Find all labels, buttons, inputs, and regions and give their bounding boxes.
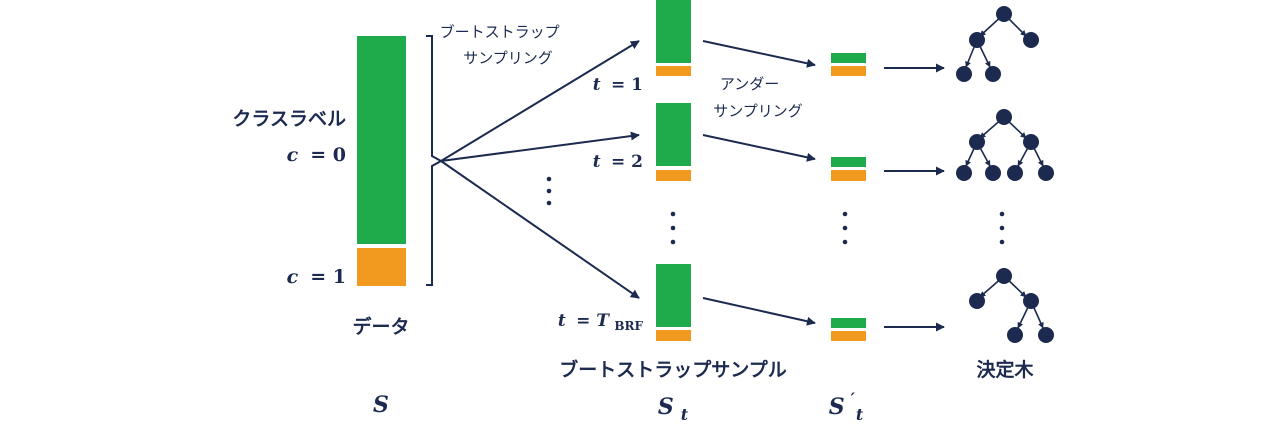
tlast-equals: =: [576, 311, 596, 331]
undersampled-last-class1: [831, 331, 866, 341]
data-bar-class0: [357, 36, 406, 244]
bracket-icon: [426, 35, 444, 286]
t2-variable: t: [593, 152, 601, 172]
undersampled-2-class1: [831, 170, 866, 181]
c0-equals: = 0: [310, 144, 346, 166]
tree-arrows: [884, 63, 945, 332]
bootstrap-sample-last-class0: [656, 264, 691, 327]
decision-tree-icon: [956, 109, 1054, 181]
ellipsis-icon: [999, 211, 1005, 245]
bootstrap-sample-caption: ブートストラップサンプル: [559, 358, 786, 381]
bootstrap-sampling-label-line1: ブートストラップ: [440, 23, 560, 41]
t1-variable: t: [593, 75, 601, 95]
t2-equals: = 2: [611, 152, 643, 172]
bootstrap-sampling-label: ブートストラップ サンプリング: [440, 23, 565, 67]
tlast-variable: t: [558, 311, 566, 331]
undersampling-label: アンダー サンプリング: [713, 75, 803, 120]
undersampling-label-line2: サンプリング: [713, 102, 803, 120]
undersampled-2-class0: [831, 157, 866, 167]
arrow-icon: [440, 160, 640, 299]
arrow-icon: [702, 134, 816, 162]
stp-symbol-base: S: [829, 394, 845, 420]
class-c0-label: c = 0: [287, 144, 346, 166]
undersampled-1-class0: [831, 53, 866, 63]
bootstrap-sample-2-class0: [656, 103, 691, 166]
undersampled-1-class1: [831, 66, 866, 76]
undersampled-sets: S ′ t: [829, 53, 866, 424]
data-panel: クラスラベル c = 0 c = 1 データ S: [232, 36, 410, 418]
bootstrap-sample-last-class1: [656, 330, 691, 341]
arrow-icon: [440, 131, 640, 162]
data-symbol: S: [373, 392, 389, 418]
c1-variable: c: [287, 266, 299, 288]
undersampling-label-line1: アンダー: [720, 75, 779, 93]
undersampled-last-class0: [831, 318, 866, 328]
data-bar-class1: [357, 248, 406, 286]
st-symbol-base: S: [658, 394, 674, 420]
class-c1-label: c = 1: [287, 266, 346, 288]
t1-equals: = 1: [611, 75, 643, 95]
undersampling-arrows: [702, 40, 816, 326]
ellipsis-icon: [842, 211, 848, 245]
bootstrap-sample-1-class0: [656, 0, 691, 63]
decision-trees: 決定木: [956, 6, 1054, 381]
bootstrap-sample-1-class1: [656, 66, 691, 76]
bootstrap-samples: t = 1 t = 2 t = T BRF ブートストラップサンプル S t: [558, 0, 787, 424]
arrow-icon: [702, 297, 816, 326]
ellipsis-icon: [546, 176, 552, 206]
data-caption: データ: [352, 315, 409, 338]
decision-tree-icon: [956, 6, 1039, 82]
c1-equals: = 1: [310, 266, 346, 288]
st-symbol-sub: t: [681, 405, 689, 424]
bootstrap-sampling-label-line2: サンプリング: [463, 49, 553, 67]
bootstrap-sample-symbol: S t: [658, 394, 689, 424]
bootstrap-sample-2-class1: [656, 170, 691, 181]
tlast-label: t = T BRF: [558, 311, 644, 333]
t1-label: t = 1: [593, 75, 643, 95]
undersampled-symbol: S ′ t: [829, 385, 864, 424]
c0-variable: c: [287, 144, 299, 166]
arrow-icon: [440, 40, 640, 162]
decision-tree-caption: 決定木: [976, 358, 1034, 381]
stp-symbol-prime: ′: [851, 389, 856, 408]
tlast-subscript: BRF: [614, 319, 643, 333]
tlast-T: T: [596, 311, 610, 331]
t2-label: t = 2: [593, 152, 643, 172]
decision-tree-icon: [969, 268, 1054, 343]
bootstrap-arrows: [440, 40, 640, 299]
class-label-title: クラスラベル: [232, 108, 346, 130]
arrow-icon: [702, 40, 816, 68]
stp-symbol-sub: t: [856, 405, 864, 424]
ellipsis-icon: [670, 211, 676, 245]
